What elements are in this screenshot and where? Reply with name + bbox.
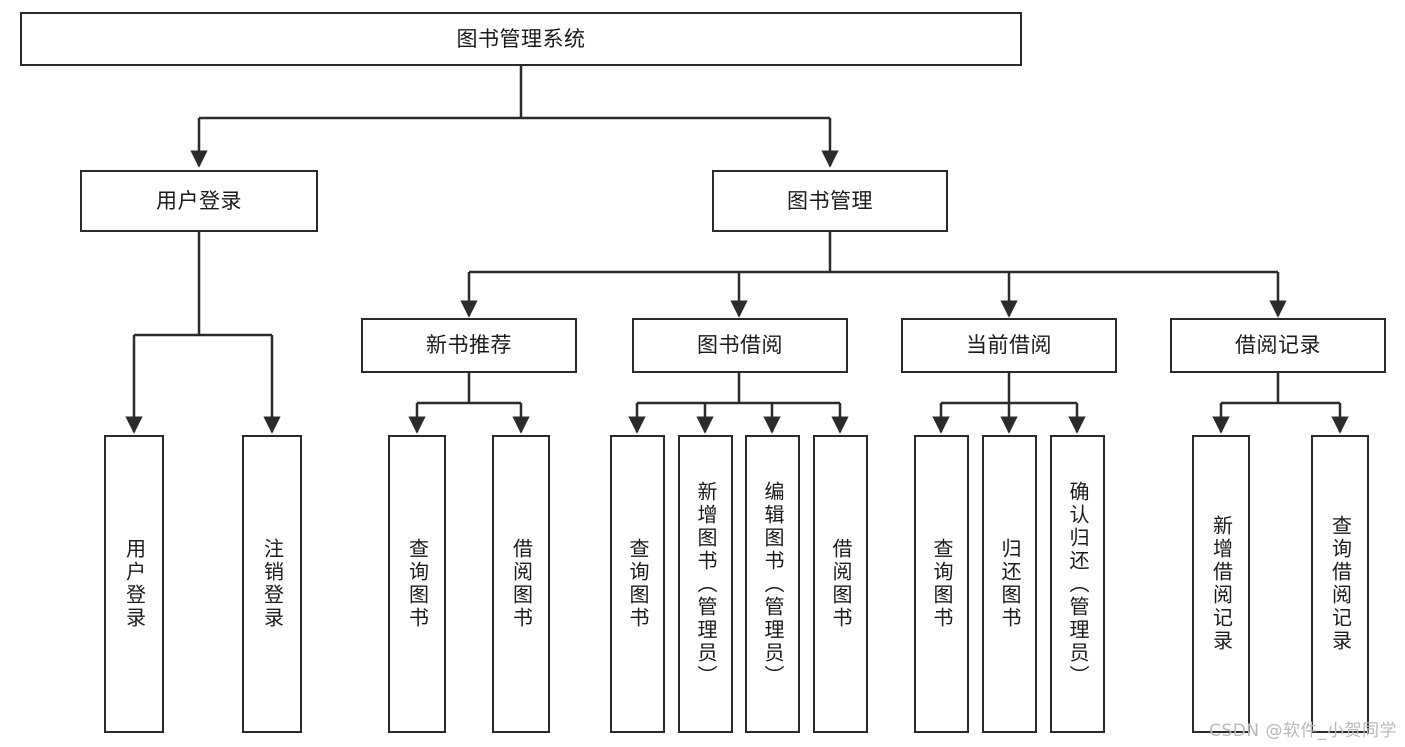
node-label: 查询图书 — [405, 538, 430, 630]
node-borrow-record[interactable]: 借阅记录 — [1170, 318, 1386, 373]
leaf-currentborrow-query-book[interactable]: 查询图书 — [914, 435, 969, 733]
node-label: 用户登录 — [122, 538, 147, 630]
leaf-bookborrow-add-book-admin[interactable]: 新增图书（管理员） — [678, 435, 733, 733]
node-label: 图书管理系统 — [456, 26, 586, 51]
watermark: CSDN @软件_小贺同学 — [1209, 721, 1397, 741]
leaf-currentborrow-return-book[interactable]: 归还图书 — [982, 435, 1037, 733]
leaf-borrowrecord-query-record[interactable]: 查询借阅记录 — [1311, 435, 1369, 733]
node-label: 当前借阅 — [966, 333, 1052, 358]
node-label: 注销登录 — [260, 538, 285, 630]
leaf-borrowrecord-add-record[interactable]: 新增借阅记录 — [1192, 435, 1250, 733]
node-current-borrow[interactable]: 当前借阅 — [901, 318, 1117, 373]
node-label: 编辑图书（管理员） — [761, 480, 785, 688]
leaf-newbook-borrow-book[interactable]: 借阅图书 — [492, 435, 550, 733]
leaf-newbook-query-book[interactable]: 查询图书 — [388, 435, 446, 733]
node-label: 借阅记录 — [1235, 333, 1321, 358]
node-new-book-recommend[interactable]: 新书推荐 — [361, 318, 577, 373]
node-label: 图书借阅 — [697, 333, 783, 358]
leaf-bookborrow-edit-book-admin[interactable]: 编辑图书（管理员） — [745, 435, 800, 733]
node-label: 图书管理 — [787, 188, 873, 213]
node-label: 借阅图书 — [829, 538, 853, 630]
node-label: 新增借阅记录 — [1209, 515, 1234, 653]
leaf-bookborrow-borrow-book[interactable]: 借阅图书 — [813, 435, 868, 733]
node-label: 确认归还（管理员） — [1066, 480, 1090, 688]
node-label: 新增图书（管理员） — [694, 480, 718, 688]
node-label: 查询图书 — [626, 538, 650, 630]
leaf-user-login[interactable]: 用户登录 — [104, 435, 164, 733]
node-book-management-system[interactable]: 图书管理系统 — [20, 12, 1022, 66]
node-book-borrow[interactable]: 图书借阅 — [632, 318, 848, 373]
node-label: 用户登录 — [156, 188, 242, 213]
leaf-currentborrow-confirm-return-admin[interactable]: 确认归还（管理员） — [1050, 435, 1105, 733]
node-label: 查询图书 — [930, 538, 954, 630]
leaf-bookborrow-query-book[interactable]: 查询图书 — [610, 435, 665, 733]
node-user-login[interactable]: 用户登录 — [80, 170, 318, 232]
node-label: 归还图书 — [998, 538, 1022, 630]
node-book-management[interactable]: 图书管理 — [712, 170, 948, 232]
leaf-logout[interactable]: 注销登录 — [242, 435, 302, 733]
node-label: 借阅图书 — [509, 538, 534, 630]
node-label: 新书推荐 — [426, 333, 512, 358]
node-label: 查询借阅记录 — [1328, 515, 1353, 653]
